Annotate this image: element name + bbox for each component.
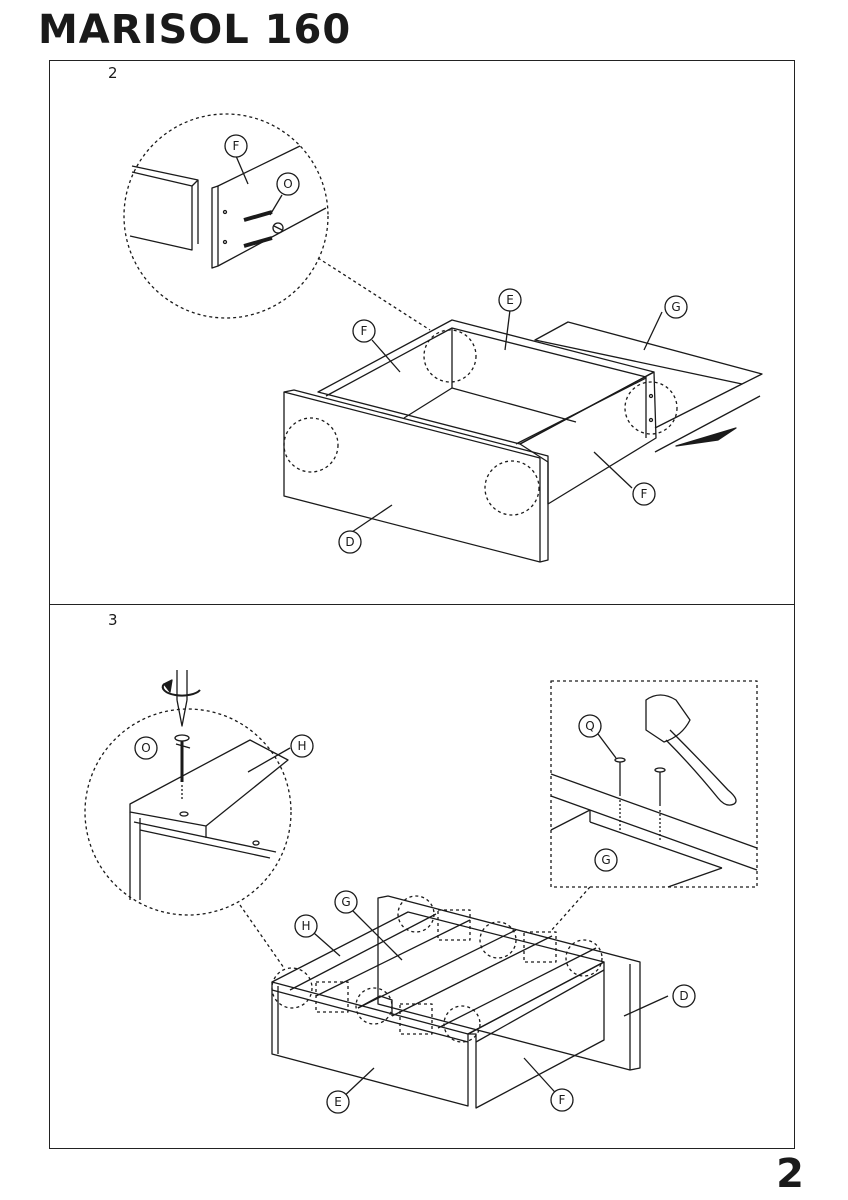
page-number: 2 [776,1151,804,1197]
label-e-step3: E [334,1095,342,1109]
nail-icon [614,757,666,842]
label-e: E [506,293,514,307]
front-panel-d [283,389,549,563]
label-g-detail: G [601,853,610,867]
step-divider [49,604,795,605]
detail-circle [123,113,329,319]
label-o-step3: O [141,741,150,755]
label-g-step3: G [341,895,350,909]
label-g: G [671,300,680,314]
arrow-icon [675,427,737,447]
label-q: Q [585,719,594,733]
label-f-step3: F [559,1093,566,1107]
label-f-right: F [641,487,648,501]
label-f-detail: F [233,139,240,153]
label-h-detail: H [297,739,306,753]
screw-icon [243,210,284,248]
label-d-step3: D [679,989,688,1003]
label-h-step3: H [301,919,310,933]
label-d: D [345,535,354,549]
step-3-drawing [84,670,758,1109]
page-title: MARISOL 160 [38,7,352,53]
hammer-icon [645,694,737,806]
label-o-detail: O [283,177,292,191]
step-2-number: 2 [108,64,118,82]
label-f-left: F [361,324,368,338]
board-g [534,321,763,385]
step-3-number: 3 [108,611,118,629]
screw-icon [174,734,190,800]
step-2-drawing [123,113,763,563]
screwdriver-icon [161,670,201,727]
